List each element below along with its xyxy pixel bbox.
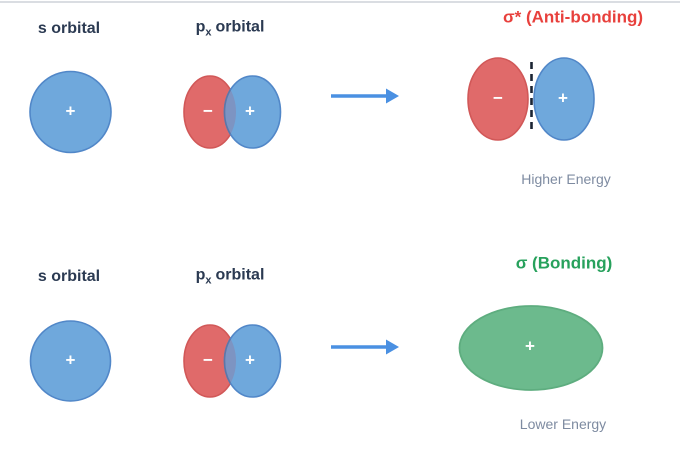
px-label-rest-bottom: orbital — [215, 266, 265, 284]
lower-energy-label: Lower Energy — [519, 416, 607, 432]
bonding-ellipse — [458, 305, 604, 391]
px-minus-sign-bottom: − — [203, 350, 213, 370]
px-label-subscript-top: x — [205, 26, 212, 39]
s-orbital-label-bottom: s orbital — [37, 268, 101, 285]
antibonding-title: σ* (Anti-bonding) — [502, 7, 644, 27]
px-label-main-bottom: p — [195, 266, 206, 284]
bonding-plus-sign: + — [525, 336, 535, 356]
antibonding-blue-lobe — [533, 57, 595, 141]
px-plus-sign-top: + — [245, 101, 255, 121]
arrow-bottom-head — [386, 339, 399, 355]
px-label-main-top: p — [195, 18, 206, 36]
arrow-top-head — [386, 88, 399, 104]
px-label-subscript-bottom: x — [205, 274, 212, 287]
bonding-title: σ (Bonding) — [515, 253, 613, 273]
antibonding-red-lobe — [467, 57, 529, 141]
px-label-rest-top: orbital — [215, 18, 265, 36]
s-orbital-label-top: s orbital — [37, 20, 101, 37]
s-orbital-plus-sign-bottom: + — [65, 350, 76, 370]
s-orbital-circle-top — [29, 70, 112, 154]
s-orbital-plus-sign-top: + — [65, 101, 76, 121]
px-overlap-lens-top — [223, 76, 236, 148]
antibonding-minus-sign: − — [493, 88, 503, 108]
px-minus-sign-top: − — [203, 101, 213, 121]
higher-energy-label: Higher Energy — [521, 171, 611, 187]
top-border-line — [0, 1, 680, 3]
px-overlap-lens-bottom — [223, 325, 236, 397]
s-orbital-circle-bottom — [29, 320, 112, 402]
px-plus-sign-bottom: + — [245, 350, 255, 370]
antibonding-plus-sign: + — [558, 88, 568, 108]
